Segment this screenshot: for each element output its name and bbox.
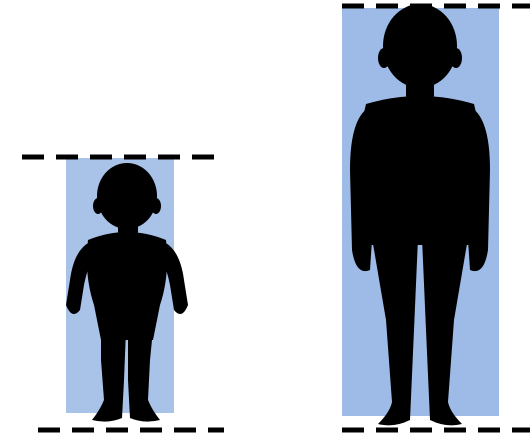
small-child-figure — [66, 158, 188, 422]
tall-child-figure — [342, 4, 499, 425]
